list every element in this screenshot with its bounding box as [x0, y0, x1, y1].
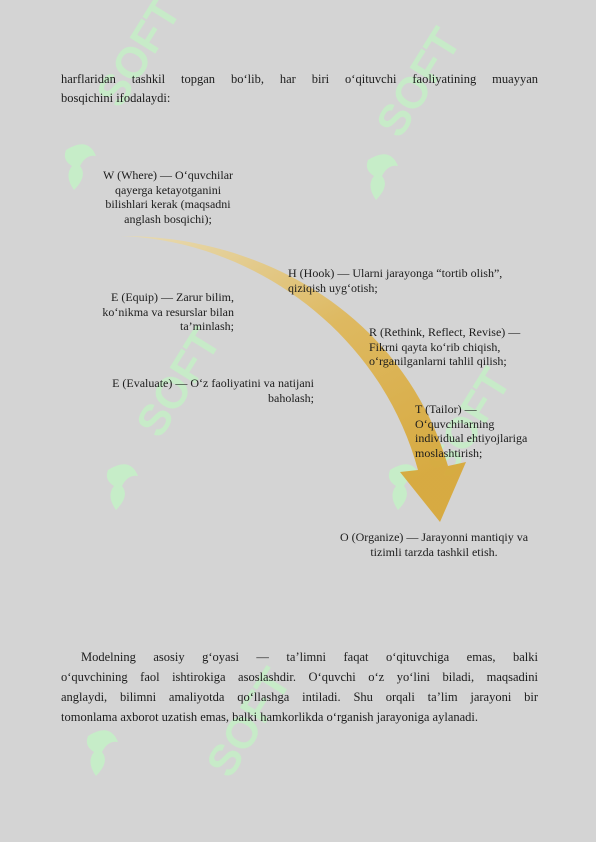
body-paragraph: Modelning asosiy g‘oyasi — ta’limni faqa…	[61, 647, 538, 727]
label-line: bilishlari kerak (maqsadni	[105, 197, 231, 211]
label-hook: H (Hook) — Ularni jarayonga “tortib olis…	[288, 266, 550, 295]
label-line: baholash;	[268, 390, 314, 405]
label-rethink: R (Rethink, Reflect, Revise) — Fikrni qa…	[369, 325, 569, 369]
intro-paragraph: harflaridan tashkil topgan bo‘lib, har b…	[61, 70, 538, 108]
label-tailor: T (Tailor) — O‘quvchilarning individual …	[415, 402, 575, 460]
label-line: o‘rganilganlarni tahlil qilish;	[369, 354, 507, 368]
label-evaluate: E (Evaluate) — O‘z faoliyatini va natija…	[66, 376, 314, 405]
intro-line: bosqichini ifodalaydi:	[61, 91, 171, 105]
intro-line: harflaridan tashkil topgan bo‘lib, har b…	[61, 72, 538, 86]
label-line: O‘quvchilarning	[415, 416, 495, 431]
label-organize: O (Organize) — Jarayonni mantiqiy va tiz…	[314, 530, 554, 559]
label-line: tizimli tarzda tashkil etish.	[370, 544, 498, 559]
label-line: ta’minlash;	[180, 319, 234, 333]
label-line: T (Tailor) —	[415, 402, 477, 416]
label-line: anglash bosqichi);	[124, 211, 212, 226]
body-line: anglaydi, bilimni amaliyotda qo‘llashga …	[61, 690, 538, 704]
label-line: individual ehtiyojlariga	[415, 431, 528, 445]
label-line: moslashtirish;	[415, 445, 483, 460]
label-line: H (Hook) — Ularni jarayonga “tortib olis…	[288, 266, 503, 280]
label-line: W (Where) — O‘quvchilar	[102, 168, 234, 182]
body-line: Modelning asosiy g‘oyasi — ta’limni faqa…	[81, 650, 538, 664]
label-line: qiziqish uyg‘otish;	[288, 280, 378, 295]
label-line: qayerga ketayotganini	[114, 182, 222, 197]
label-line: Fikrni qayta ko‘rib chiqish,	[369, 339, 501, 354]
label-line: O (Organize) — Jarayonni mantiqiy va	[339, 530, 529, 544]
label-line: R (Rethink, Reflect, Revise) —	[369, 325, 521, 339]
label-line: E (Evaluate) — O‘z faoliyatini va natija…	[112, 376, 314, 390]
label-line: ko‘nikma va resurslar bilan	[102, 304, 234, 319]
label-where: W (Where) — O‘quvchilar qayerga ketayotg…	[80, 168, 256, 226]
label-equip: E (Equip) — Zarur bilim, ko‘nikma va res…	[70, 290, 234, 334]
body-line: tomonlama axborot uzatish emas, balki ha…	[61, 710, 479, 724]
body-line: o‘quvchining faol ishtirokiga asoslashdi…	[61, 670, 538, 684]
label-line: E (Equip) — Zarur bilim,	[111, 290, 234, 304]
